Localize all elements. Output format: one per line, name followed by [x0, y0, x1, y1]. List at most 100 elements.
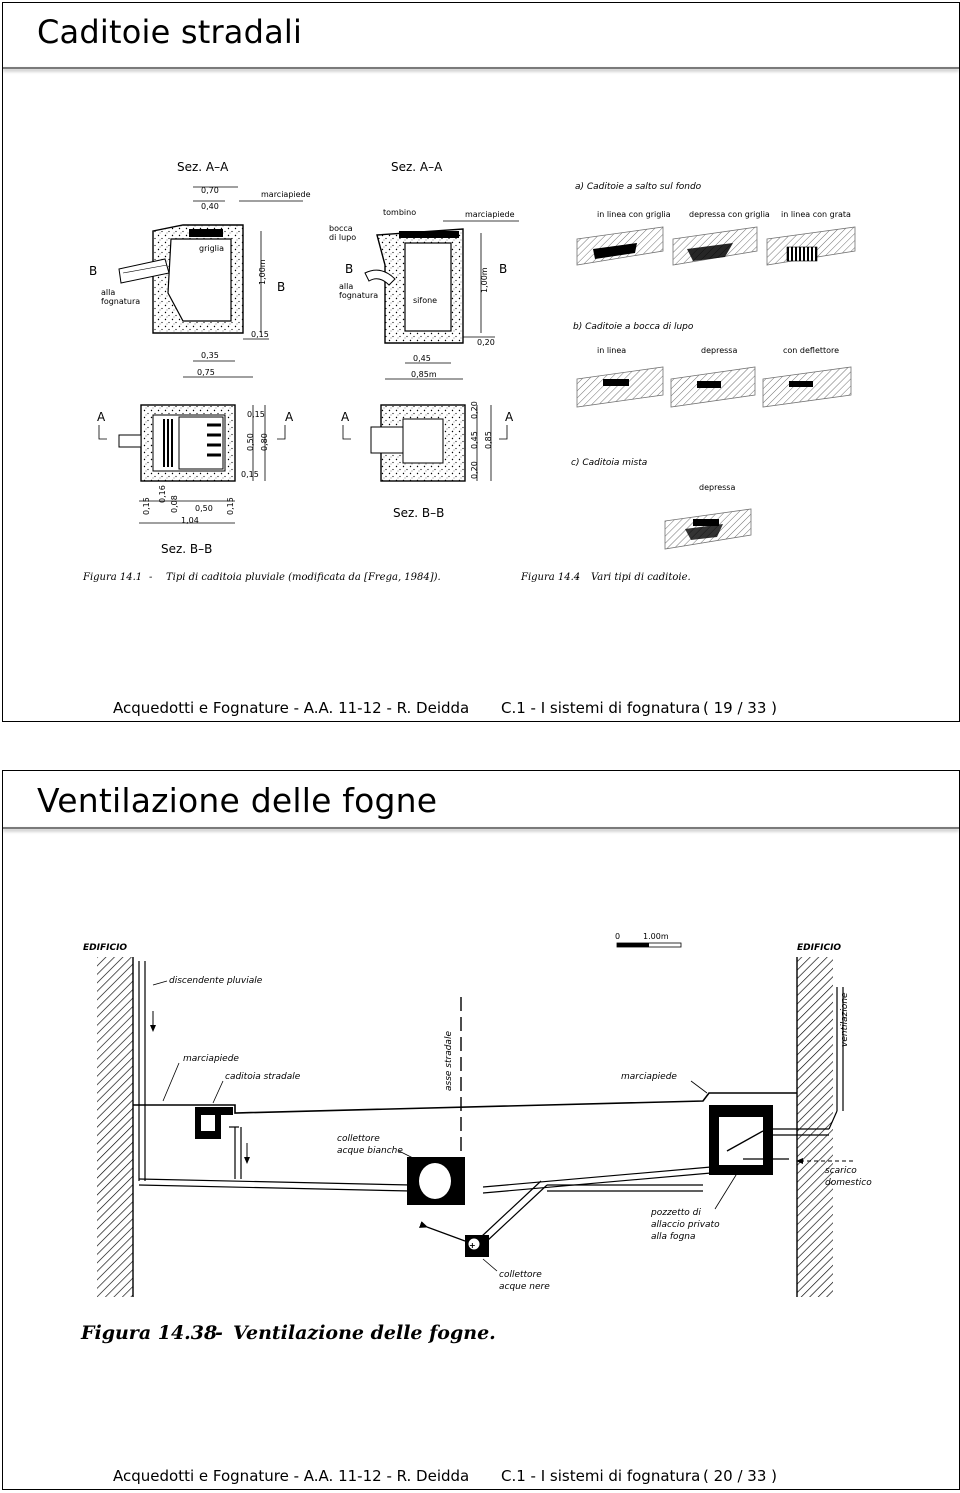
item: in linea con grata — [781, 210, 851, 219]
dim: 0,15 — [226, 497, 235, 515]
dim: 0,16 — [158, 485, 167, 503]
sezione-aa-2: Sez. A–A tombino marciapiede bocca di lu… — [329, 160, 519, 380]
dim: 0,45 — [470, 431, 479, 449]
label-marciapiede: marciapiede — [261, 190, 311, 199]
item: depressa — [701, 346, 737, 355]
building-left — [97, 957, 133, 1297]
caditoie-types: a) Caditoie a salto sul fondo in linea c… — [520, 182, 856, 583]
dim: 1,00m — [258, 259, 267, 285]
caption-sep: - — [576, 572, 580, 583]
dim: 0,50 — [246, 433, 255, 451]
group-title-c: c) Caditoia mista — [571, 458, 647, 468]
item: in linea con griglia — [597, 210, 671, 219]
label-b: B — [89, 264, 97, 278]
ventilazione-figure: EDIFICIO EDIFICIO 0 1.00m asse stradale … — [80, 932, 872, 1344]
label-griglia: griglia — [199, 244, 224, 253]
label-edificio-right: EDIFICIO — [797, 943, 841, 953]
label-marciapiede-right: marciapiede — [621, 1072, 677, 1082]
footer-course: Acquedotti e Fognature - A.A. 11-12 - R.… — [113, 699, 470, 717]
caption-text: Ventilazione delle fogne. — [233, 1322, 496, 1344]
svg-text:+: + — [469, 1241, 476, 1250]
dim: 0,80 — [260, 433, 269, 451]
label-pozzetto: pozzetto di — [650, 1208, 701, 1218]
dim: 0,08 — [170, 495, 179, 513]
dim: 0,20 — [477, 338, 495, 347]
label-allaccio-privato: allaccio privato — [651, 1220, 720, 1230]
slide-title: Ventilazione delle fogne — [37, 781, 438, 820]
dim: 0,75 — [197, 368, 215, 377]
dim: 0,15 — [142, 497, 151, 515]
dim: 0,15 — [251, 330, 269, 339]
label-acque-nere: acque nere — [499, 1282, 550, 1292]
footer-page: ( 20 / 33 ) — [703, 1467, 778, 1485]
svg-text:A: A — [505, 410, 514, 424]
caption-num: Figura 14.1 — [82, 572, 142, 583]
building-right — [797, 957, 833, 1297]
svg-text:B: B — [345, 262, 353, 276]
caption-num: Figura 14.38 — [80, 1322, 217, 1344]
slide-title: Caditoie stradali — [37, 13, 303, 51]
footer-course: Acquedotti e Fognature - A.A. 11-12 - R.… — [113, 1467, 470, 1485]
title-rule — [3, 827, 959, 829]
dim: 0,20 — [470, 401, 479, 419]
label-marciapiede-2: marciapiede — [465, 210, 515, 219]
label-scarico: scarico — [825, 1166, 857, 1176]
item: depressa — [699, 483, 735, 492]
dim: 0,45 — [413, 354, 431, 363]
item: con deflettore — [783, 346, 839, 355]
slide-caditoie: Caditoie stradali Sez. A–A 0,70 — [2, 2, 960, 722]
dim: 1,00m — [480, 267, 489, 293]
label-sifone: sifone — [413, 296, 437, 305]
sez-label: Sez. B–B — [161, 542, 212, 556]
dim: 0,35 — [201, 351, 219, 360]
sez-label: Sez. A–A — [177, 160, 229, 174]
caption-figura-14-38: Figura 14.38 - Ventilazione delle fogne. — [80, 1322, 496, 1344]
dim: 0,85 — [484, 431, 493, 449]
caption-num: Figura 14.4 — [520, 572, 580, 583]
label-edificio-left: EDIFICIO — [83, 943, 127, 953]
footer-page: ( 19 / 33 ) — [703, 699, 778, 717]
footer-section: C.1 - I sistemi di fognatura — [501, 1467, 701, 1485]
svg-text:A: A — [341, 410, 350, 424]
slide-ventilazione: Ventilazione delle fogne EDIFICIO EDIFIC… — [2, 770, 960, 1490]
caditoie-figure: Sez. A–A 0,70 0,40 marciapiede griglia B… — [82, 160, 856, 583]
sezione-bb-2: A A 0,20 0,45 0,85 0,20 Sez. B–B — [341, 401, 514, 520]
label-marciapiede-left: marciapiede — [183, 1054, 239, 1064]
scale-bar: 0 1.00m — [615, 932, 682, 948]
label-ventilazione: ventilazione — [840, 992, 850, 1047]
label-acque-bianche: acque bianche — [337, 1146, 403, 1156]
caption-text: Vari tipi di caditoie. — [591, 572, 691, 583]
label-discendente-pluviale: discendente pluviale — [169, 976, 263, 986]
dim: 0,50 — [195, 504, 213, 513]
group-title-a: a) Caditoie a salto sul fondo — [575, 182, 702, 192]
svg-text:B: B — [277, 280, 285, 294]
label-collettore-nere: collettore — [499, 1270, 542, 1280]
label-alla-fogna: alla fogna — [651, 1232, 696, 1242]
label-a: A — [97, 410, 106, 424]
label-tombino: tombino — [383, 208, 416, 217]
svg-text:alla: alla — [339, 282, 353, 291]
label-caditoia-stradale: caditoia stradale — [225, 1072, 301, 1082]
scale-1: 1.00m — [643, 932, 669, 941]
item: depressa con griglia — [689, 210, 770, 219]
caption-sep: - — [215, 1322, 223, 1344]
dim: 1,04 — [181, 516, 199, 525]
label-domestico: domestico — [825, 1178, 872, 1188]
svg-text:fognatura: fognatura — [101, 297, 140, 306]
dim: 0,15 — [241, 470, 259, 479]
scale-0: 0 — [615, 932, 620, 941]
sez-label: Sez. A–A — [391, 160, 443, 174]
caption-figura-14-1: Figura 14.1 - Tipi di caditoia pluviale … — [82, 572, 441, 583]
sezione-bb-1: A A 0,15 0,50 0,80 0,15 0,15 0,16 0,08 0… — [97, 404, 294, 556]
group-title-b: b) Caditoie a bocca di lupo — [573, 322, 694, 332]
caption-sep: - — [149, 572, 153, 583]
svg-text:A: A — [285, 410, 294, 424]
dim: 0,15 — [247, 410, 265, 419]
sezione-aa-1: Sez. A–A 0,70 0,40 marciapiede griglia B… — [89, 160, 311, 378]
road-surface — [133, 1092, 797, 1114]
label-collettore-bianche: collettore — [337, 1134, 380, 1144]
title-rule — [3, 67, 959, 69]
svg-text:bocca: bocca — [329, 224, 353, 233]
label-alla-fognatura: alla — [101, 288, 115, 297]
svg-text:B: B — [499, 262, 507, 276]
